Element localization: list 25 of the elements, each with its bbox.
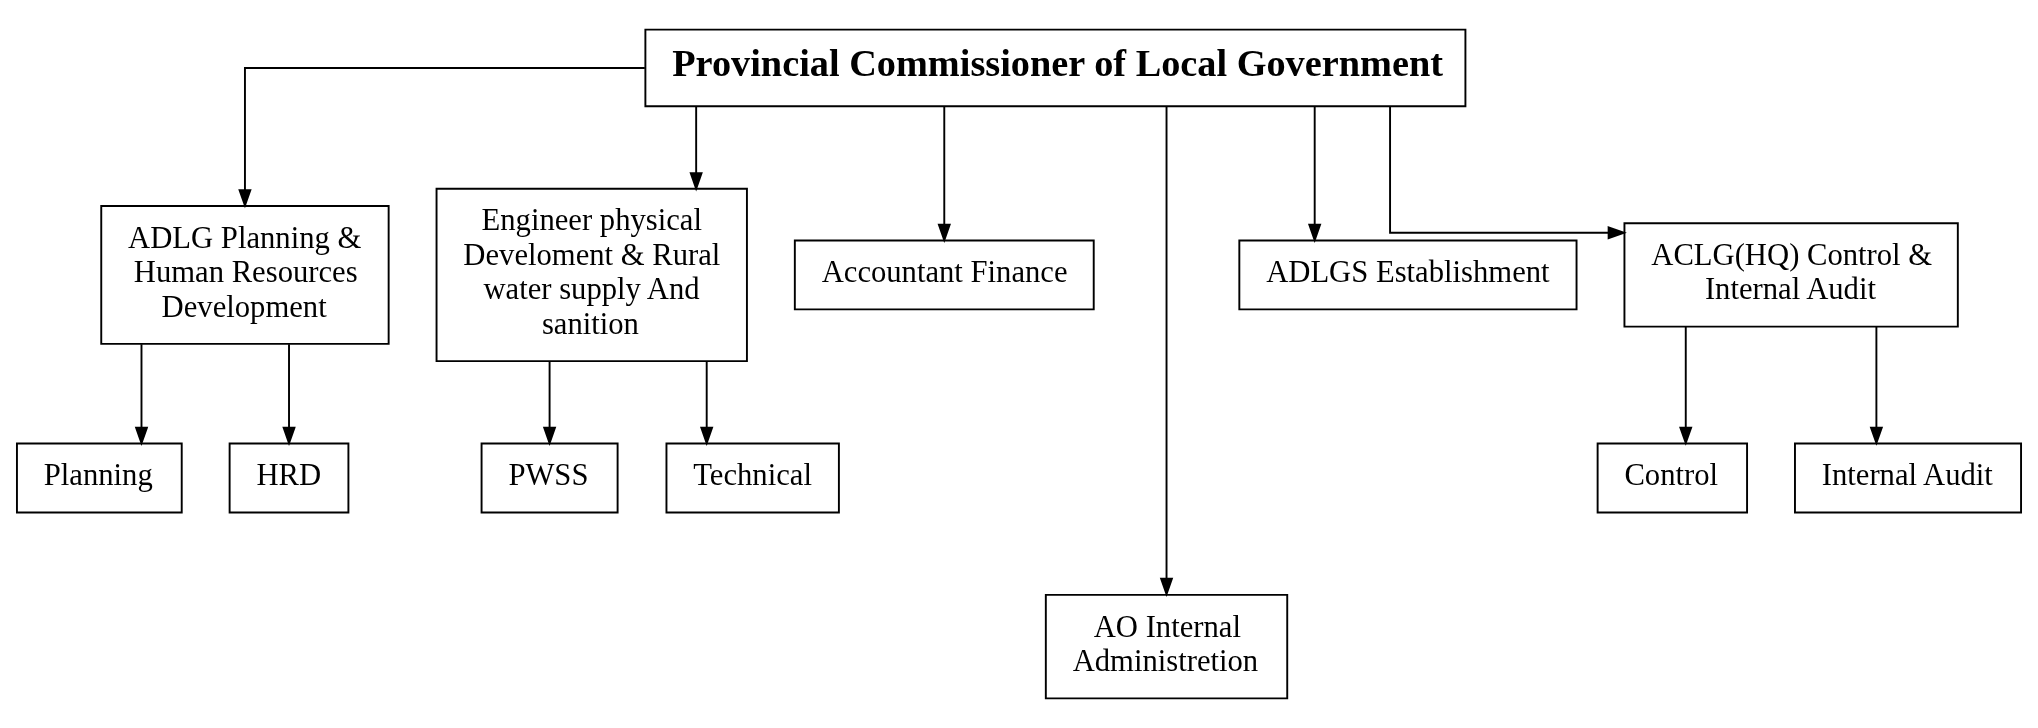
node-box: Provincial Commissioner of Local Government xyxy=(644,28,1467,108)
arrow xyxy=(1869,325,1884,446)
node-box: Engineer physical Develoment & Rural water supply And sanition xyxy=(435,187,748,363)
node-box: Accountant Finance xyxy=(793,239,1095,311)
arrow xyxy=(542,360,557,446)
arrow xyxy=(238,67,646,209)
arrow xyxy=(699,360,714,446)
arrow xyxy=(1307,105,1322,243)
node-box: ADLG Planning & Human Resources Development xyxy=(100,204,390,345)
arrow xyxy=(1159,105,1174,597)
node-box: PWSS xyxy=(480,442,619,514)
arrow xyxy=(689,105,703,192)
node-box: ADLGS Establishment xyxy=(1238,239,1578,311)
node-box: Planning xyxy=(16,442,183,514)
arrow xyxy=(1679,325,1693,446)
arrow xyxy=(134,343,149,447)
arrow xyxy=(937,105,951,243)
arrow xyxy=(282,343,296,447)
node-box: Internal Audit xyxy=(1794,442,2022,514)
node-box: Control xyxy=(1596,442,1749,514)
node-box: AO Internal Administretion xyxy=(1044,593,1289,700)
node-box: ACLG(HQ) Control & Internal Audit xyxy=(1623,222,1959,328)
node-box: Technical xyxy=(665,442,840,514)
arrow xyxy=(1389,106,1627,240)
node-box: HRD xyxy=(228,442,350,514)
